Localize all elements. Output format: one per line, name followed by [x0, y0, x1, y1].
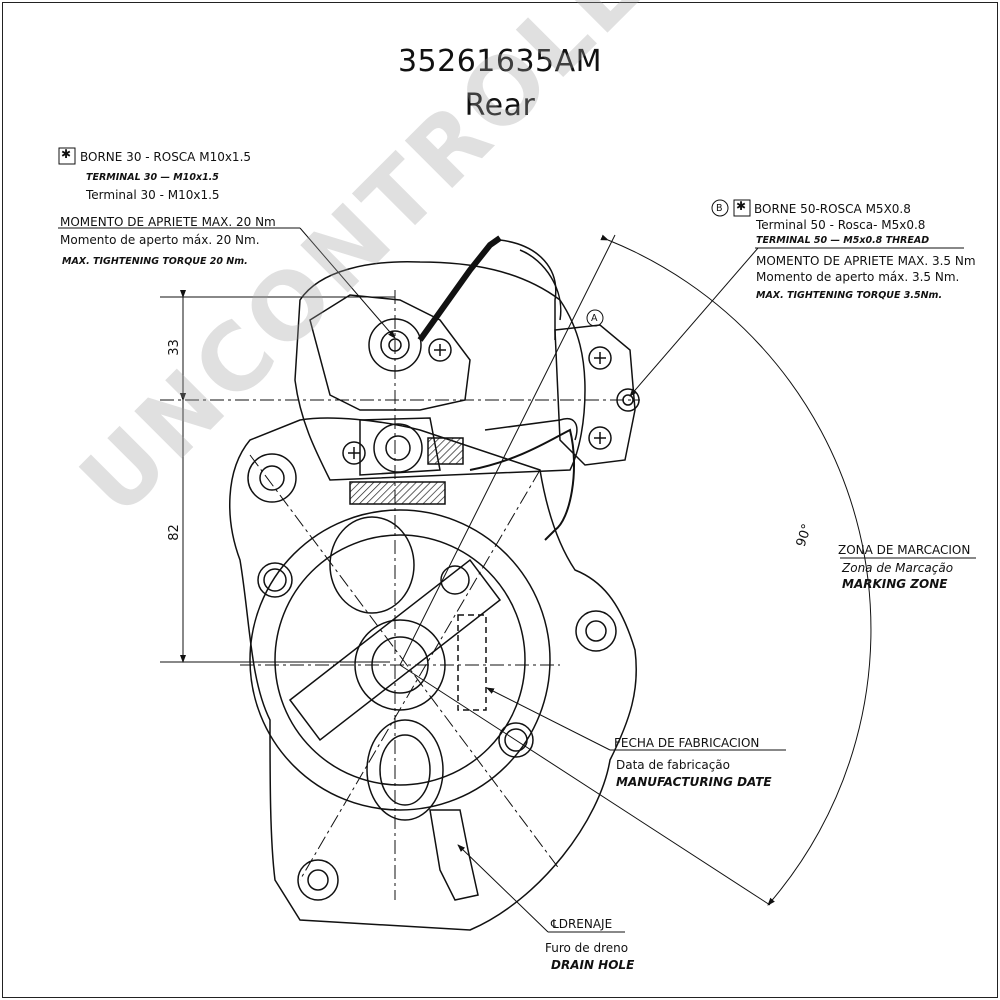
callout-b-circle: [711, 199, 729, 217]
cable-main: [417, 235, 502, 342]
drain-line3: DRAIN HOLE: [551, 958, 635, 972]
terminal30-symbol: ✱: [61, 147, 72, 161]
hatched-strap: [349, 481, 446, 505]
mfg-date-line3: MANUFACTURING DATE: [616, 775, 772, 789]
screw-2: [342, 441, 366, 465]
diagonal-bracket: [288, 558, 502, 742]
terminal50-line1: BORNE 50-ROSCA M5X0.8: [754, 202, 911, 216]
terminal30-line1: BORNE 30 - ROSCA M10x1.5: [80, 150, 252, 164]
solenoid-cap: [294, 261, 586, 481]
marking-zone-line3: MARKING ZONE: [842, 577, 948, 591]
terminal50-symbol: ✱: [736, 199, 747, 213]
housing-outline: [229, 417, 638, 931]
dimension-33: 33: [166, 339, 182, 356]
bolt-right: [498, 722, 534, 758]
upper-pocket: [329, 516, 415, 614]
terminal-lower-stud: [373, 423, 423, 473]
terminal50-callout: B: [716, 203, 723, 214]
screw-1: [428, 338, 452, 362]
callout-a: A: [591, 313, 598, 324]
terminal30-torque1: MOMENTO DE APRIETE MAX. 20 Nm: [60, 215, 276, 229]
dimension-82: 82: [166, 524, 182, 541]
callout-a-circle: [586, 309, 604, 327]
lower-pocket: [366, 719, 444, 821]
terminal50-torque2: Momento de aperto máx. 3.5 Nm.: [756, 270, 960, 284]
mount-hole-right: [575, 610, 617, 652]
mfg-date-line1: FECHA DE FABRICACION: [614, 736, 760, 750]
terminal30-line2: TERMINAL 30 — M10x1.5: [86, 172, 219, 183]
end-frame-circle: [249, 509, 551, 811]
angle-arc: [600, 234, 872, 906]
terminal30-torque2: Momento de aperto máx. 20 Nm.: [60, 233, 260, 247]
mfg-date-line2: Data de fabricação: [616, 758, 730, 772]
terminal50-torque3: MAX. TIGHTENING TORQUE 3.5Nm.: [756, 290, 943, 301]
part-number: 35261635AM: [397, 44, 603, 79]
cable-lower: [469, 428, 576, 541]
mount-hole-ul: [247, 453, 297, 503]
terminal50-line2: Terminal 50 - Rosca- M5x0.8: [756, 218, 926, 232]
bolt-mid: [440, 565, 470, 595]
drain-line1: ℄DRENAJE: [551, 917, 613, 931]
drain-tube: [429, 809, 479, 901]
terminal50-torque1: MOMENTO DE APRIETE MAX. 3.5 Nm: [756, 254, 976, 268]
marking-rect: [457, 614, 487, 711]
terminal50-line3: TERMINAL 50 — M5x0.8 THREAD: [756, 235, 930, 246]
view-name: Rear: [464, 88, 536, 123]
marking-zone-line1: ZONA DE MARCACION: [838, 543, 971, 557]
terminal50-symbol-box: [733, 199, 751, 217]
terminal30-line3: Terminal 30 - M10x1.5: [86, 188, 220, 202]
mount-hole-ll: [297, 859, 339, 901]
terminal30-symbol-box: [58, 147, 76, 165]
terminal30-torque3: MAX. TIGHTENING TORQUE 20 Nm.: [62, 256, 248, 267]
drain-line2: Furo de dreno: [545, 941, 629, 955]
bolt-left: [257, 562, 293, 598]
marking-zone-line2: Zona de Marcação: [842, 561, 954, 575]
terminal50-housing: [554, 324, 636, 466]
terminal30-plate: [309, 294, 471, 411]
